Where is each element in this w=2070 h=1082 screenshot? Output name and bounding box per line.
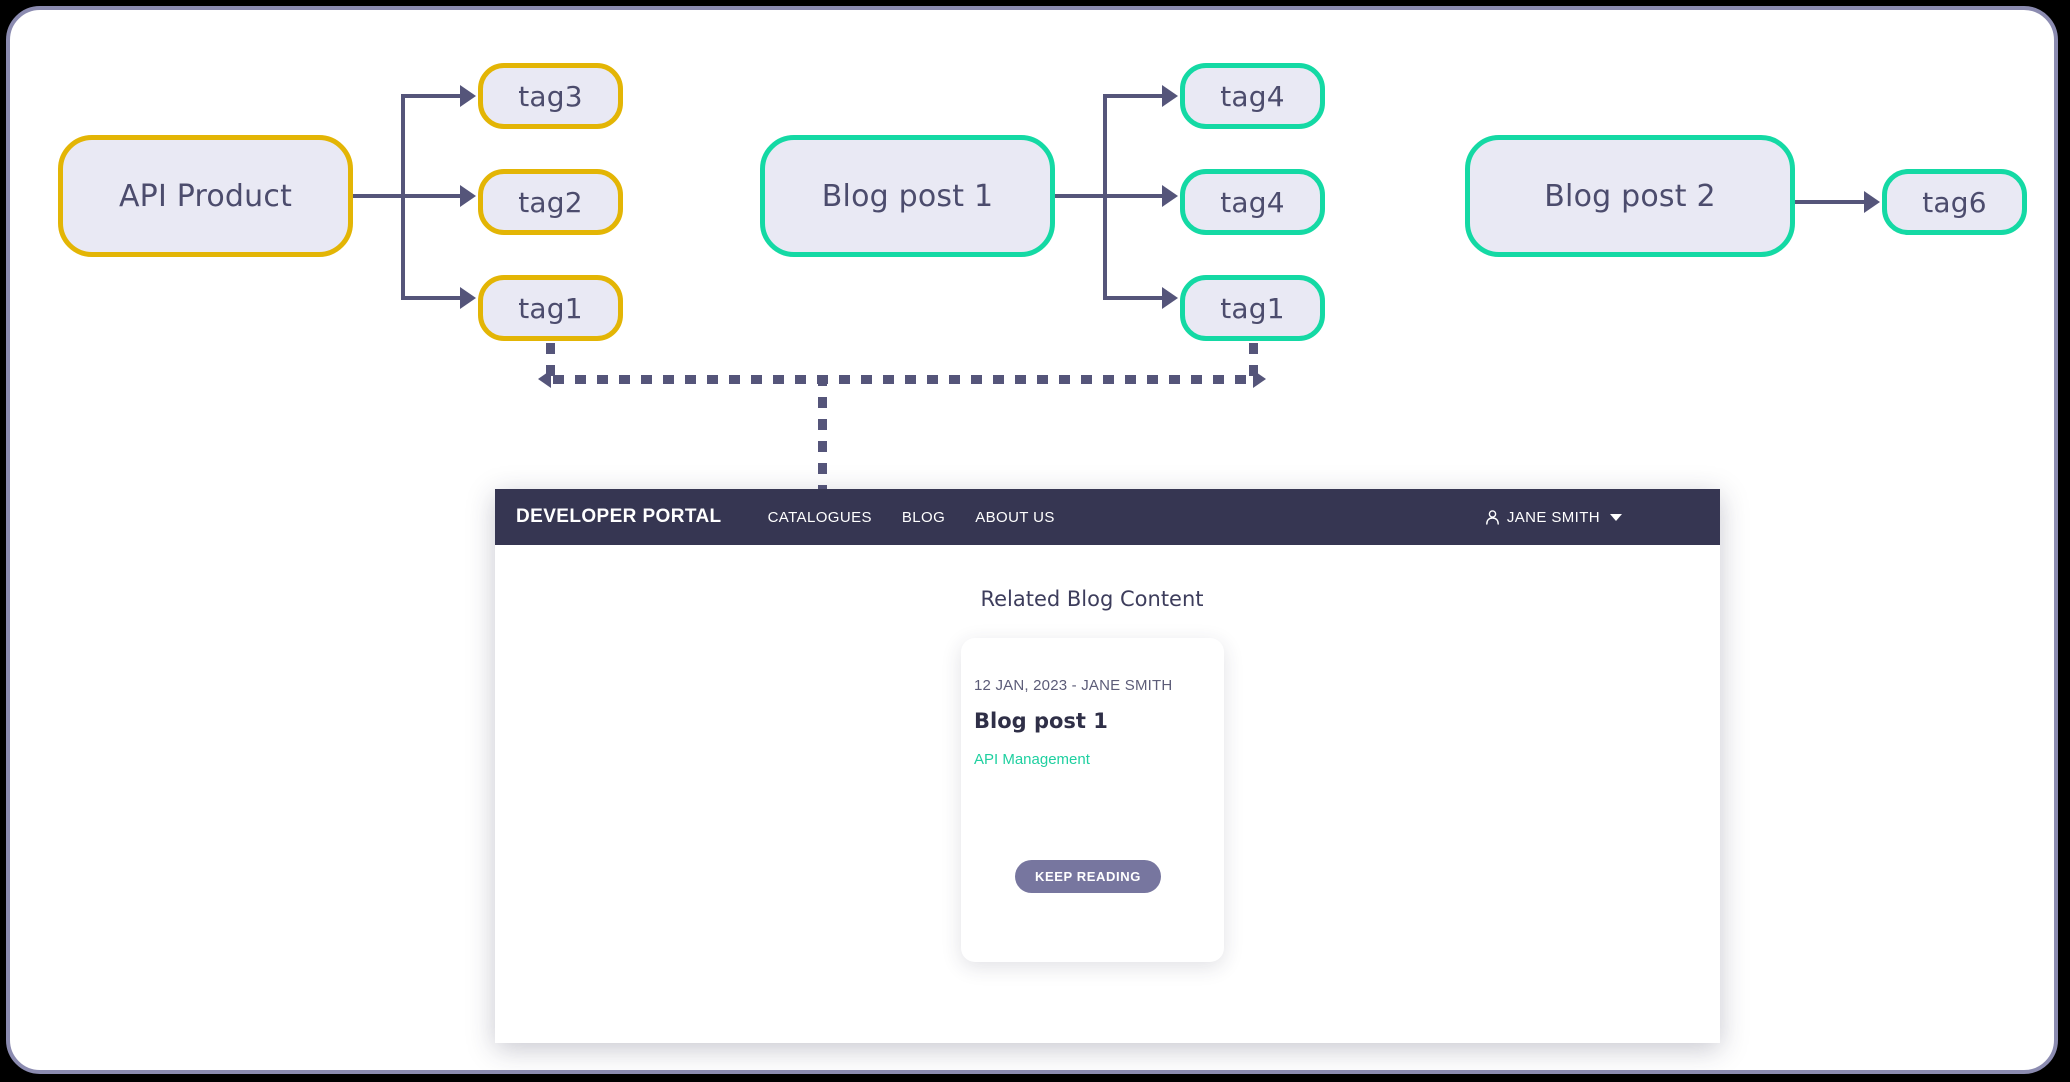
arrowhead-to-tag1-right [1162, 287, 1178, 309]
diagram-node-tag2[interactable]: tag2 [478, 169, 623, 235]
connector-api-product-stem [353, 194, 403, 198]
outer-frame: API Product tag3 tag2 tag1 Blog post 1 t… [6, 6, 2058, 1074]
diagram-node-label: tag1 [1220, 291, 1285, 325]
connector-to-tag6 [1795, 200, 1869, 204]
portal-brand[interactable]: DEVELOPER PORTAL [516, 506, 722, 527]
nav-item-catalogues[interactable]: CATALOGUES [767, 508, 872, 526]
connector-to-tag4-a [1103, 94, 1169, 98]
dashed-arrowhead-right [1253, 370, 1266, 388]
diagram-node-label: API Product [118, 178, 293, 214]
arrowhead-to-tag4-b [1162, 185, 1178, 207]
diagram-node-label: Blog post 1 [821, 178, 994, 214]
user-menu[interactable]: JANE SMITH [1484, 489, 1622, 545]
diagram-node-tag6[interactable]: tag6 [1882, 169, 2027, 235]
diagram-node-tag1-left[interactable]: tag1 [478, 275, 623, 341]
diagram-node-label: Blog post 2 [1544, 178, 1716, 214]
connector-to-tag4-b [1103, 194, 1169, 198]
diagram-node-label: tag4 [1220, 79, 1285, 113]
diagram-node-label: tag3 [518, 79, 583, 113]
dashed-join-bar [553, 375, 1253, 384]
arrowhead-to-tag6 [1864, 191, 1880, 213]
portal-header: DEVELOPER PORTAL CATALOGUES BLOG ABOUT U… [495, 489, 1720, 545]
blog-card-meta: 12 JAN, 2023 - JANE SMITH [974, 677, 1173, 694]
person-icon [1484, 509, 1501, 526]
user-menu-label: JANE SMITH [1506, 508, 1600, 526]
diagram-node-tag3[interactable]: tag3 [478, 63, 623, 129]
connector-to-tag1-left [401, 296, 467, 300]
nav-item-blog[interactable]: BLOG [901, 508, 946, 526]
diagram-node-label: tag6 [1922, 185, 1987, 219]
diagram-node-tag4-a[interactable]: tag4 [1180, 63, 1325, 129]
diagram-node-api-product[interactable]: API Product [58, 135, 353, 257]
diagram-node-label: tag2 [518, 185, 583, 219]
connector-to-tag1-right [1103, 296, 1169, 300]
blog-card-title: Blog post 1 [974, 709, 1108, 733]
arrowhead-to-tag2 [460, 185, 476, 207]
blog-card[interactable]: 12 JAN, 2023 - JANE SMITH Blog post 1 AP… [961, 638, 1224, 962]
dashed-tick-from-tag1-right [1249, 343, 1258, 379]
diagram-node-label: tag1 [518, 291, 583, 325]
related-blog-content-title: Related Blog Content [980, 587, 1204, 611]
diagram-node-tag1-right[interactable]: tag1 [1180, 275, 1325, 341]
dashed-arrowhead-left [538, 370, 551, 388]
arrowhead-to-tag1-left [460, 287, 476, 309]
diagram-node-tag4-b[interactable]: tag4 [1180, 169, 1325, 235]
blog-card-tag[interactable]: API Management [974, 751, 1090, 768]
nav-item-about-us[interactable]: ABOUT US [975, 508, 1055, 526]
chevron-down-icon [1610, 513, 1622, 521]
connector-to-tag3 [401, 94, 467, 98]
keep-reading-button[interactable]: KEEP READING [1015, 860, 1161, 893]
connector-blog-post-1-stem [1055, 194, 1105, 198]
diagram-node-label: tag4 [1220, 185, 1285, 219]
connector-to-tag2 [401, 194, 467, 198]
diagram-node-blog-post-1[interactable]: Blog post 1 [760, 135, 1055, 257]
diagram-node-blog-post-2[interactable]: Blog post 2 [1465, 135, 1795, 257]
portal-nav: CATALOGUES BLOG ABOUT US [768, 509, 1055, 526]
dashed-tick-from-tag1-left [546, 343, 555, 379]
arrowhead-to-tag3 [460, 85, 476, 107]
arrowhead-to-tag4-a [1162, 85, 1178, 107]
